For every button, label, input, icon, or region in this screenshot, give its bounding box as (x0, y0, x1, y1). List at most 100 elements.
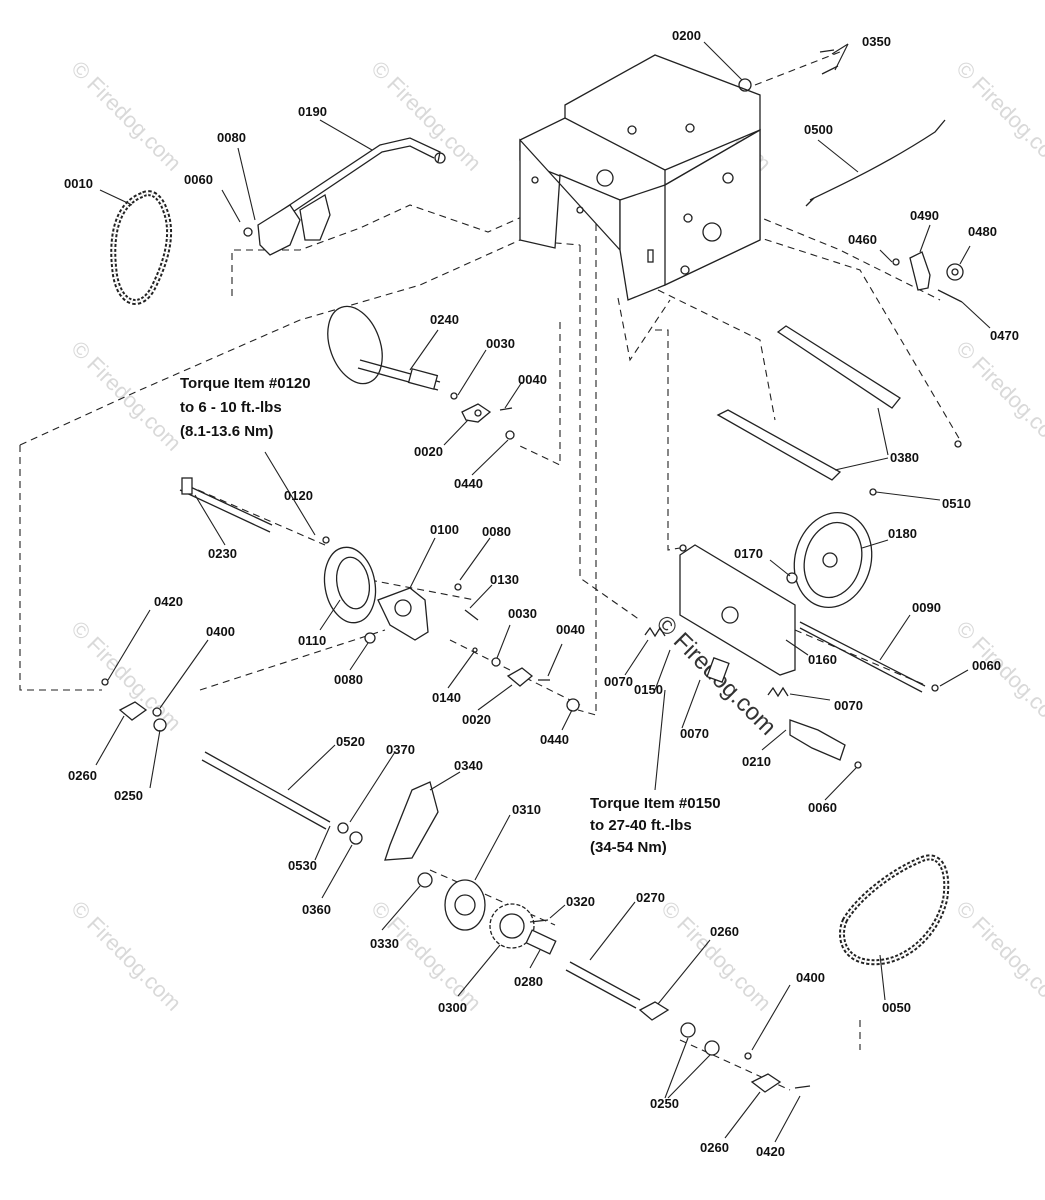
label-0060: 0060 (808, 800, 837, 815)
label-0460: 0460 (848, 232, 877, 247)
label-0250: 0250 (650, 1096, 679, 1111)
flange-left (101, 678, 167, 732)
label-0480: 0480 (968, 224, 997, 239)
label-0310: 0310 (512, 802, 541, 817)
label-0420: 0420 (154, 594, 183, 609)
label-0320: 0320 (566, 894, 595, 909)
frame-housing (519, 54, 761, 301)
label-0260: 0260 (700, 1140, 729, 1155)
label-0070: 0070 (604, 674, 633, 689)
cable-0500 (805, 119, 946, 207)
label-0280: 0280 (514, 974, 543, 989)
label-0440: 0440 (454, 476, 483, 491)
watermark: © Firedog.com (951, 56, 1045, 176)
label-0210: 0210 (742, 754, 771, 769)
torque-note-0150: Torque Item #0150 to 27-40 ft.-lbs (34-5… (590, 795, 721, 856)
shaft-0520 (201, 751, 363, 845)
chain-0050 (839, 854, 950, 966)
chain-0010 (110, 190, 173, 305)
bearing-group-left (472, 647, 580, 712)
label-0340: 0340 (454, 758, 483, 773)
label-0130: 0130 (490, 572, 519, 587)
pulley-0240 (327, 305, 515, 440)
bracket-0340 (384, 781, 439, 861)
torque-note-line: to 27-40 ft.-lbs (590, 817, 692, 834)
shift-rod-0190 (243, 137, 446, 256)
label-0190: 0190 (298, 104, 327, 119)
torque-note-line: (8.1-13.6 Nm) (180, 423, 273, 440)
label-0080: 0080 (217, 130, 246, 145)
bearings-lower (680, 1022, 811, 1093)
springs-0070 (644, 626, 789, 698)
sprocket-0300 (417, 872, 549, 949)
label-0010: 0010 (64, 176, 93, 191)
screws-0350 (819, 49, 839, 75)
part-labels: 0010 0060 0080 0190 0200 0350 0500 0460 … (64, 28, 1019, 1159)
label-0030: 0030 (486, 336, 515, 351)
label-0090: 0090 (912, 600, 941, 615)
label-0380: 0380 (890, 450, 919, 465)
alignment-lines (19, 49, 961, 1091)
label-0260: 0260 (68, 768, 97, 783)
label-0370: 0370 (386, 742, 415, 757)
label-0270: 0270 (636, 890, 665, 905)
label-0300: 0300 (438, 1000, 467, 1015)
torque-note-0120: Torque Item #0120 to 6 - 10 ft.-lbs (8.1… (180, 375, 311, 440)
label-0440: 0440 (540, 732, 569, 747)
watermark: © Firedog.com (951, 616, 1045, 736)
label-0490: 0490 (910, 208, 939, 223)
label-0230: 0230 (208, 546, 237, 561)
label-0060: 0060 (184, 172, 213, 187)
watermark: © Firedog.com (951, 336, 1045, 456)
label-0530: 0530 (288, 858, 317, 873)
label-0330: 0330 (370, 936, 399, 951)
watermark: © Firedog.com (951, 896, 1045, 1016)
label-0030: 0030 (508, 606, 537, 621)
torque-note-line: Torque Item #0150 (590, 795, 721, 812)
label-0100: 0100 (430, 522, 459, 537)
label-0170: 0170 (734, 546, 763, 561)
label-0040: 0040 (556, 622, 585, 637)
torque-note-line: to 6 - 10 ft.-lbs (180, 399, 282, 416)
label-0400: 0400 (796, 970, 825, 985)
watermark: © Firedog.com (66, 56, 186, 176)
label-0160: 0160 (808, 652, 837, 667)
label-0520: 0520 (336, 734, 365, 749)
watermark: © Firedog.com (66, 336, 186, 456)
hub-0110 (323, 546, 377, 624)
label-0070: 0070 (680, 726, 709, 741)
label-0040: 0040 (518, 372, 547, 387)
label-0470: 0470 (990, 328, 1019, 343)
label-0120: 0120 (284, 488, 313, 503)
label-0200: 0200 (672, 28, 701, 43)
label-0140: 0140 (432, 690, 461, 705)
label-0240: 0240 (430, 312, 459, 327)
label-0060: 0060 (972, 658, 1001, 673)
label-0180: 0180 (888, 526, 917, 541)
torque-note-line: (34-54 Nm) (590, 839, 667, 856)
leader-lines (95, 41, 991, 1143)
label-0420: 0420 (756, 1144, 785, 1159)
label-0080: 0080 (334, 672, 363, 687)
shaft-0230 (179, 477, 330, 544)
label-0150: 0150 (634, 682, 663, 697)
bracket-0380 (716, 325, 962, 496)
label-0250: 0250 (114, 788, 143, 803)
shaft-0270 (525, 929, 670, 1021)
label-0050: 0050 (882, 1000, 911, 1015)
axle-0090 (799, 621, 939, 693)
label-0020: 0020 (462, 712, 491, 727)
bracket-0490 (892, 251, 964, 303)
label-0350: 0350 (862, 34, 891, 49)
watermark: © Firedog.com (66, 896, 186, 1016)
label-0260: 0260 (710, 924, 739, 939)
label-0360: 0360 (302, 902, 331, 917)
watermark: © Firedog.com (66, 616, 186, 736)
bracket-0100 (364, 583, 479, 644)
pulley-0180 (793, 511, 873, 609)
label-0400: 0400 (206, 624, 235, 639)
label-0500: 0500 (804, 122, 833, 137)
torque-note-line: Torque Item #0120 (180, 375, 311, 392)
label-0070: 0070 (834, 698, 863, 713)
